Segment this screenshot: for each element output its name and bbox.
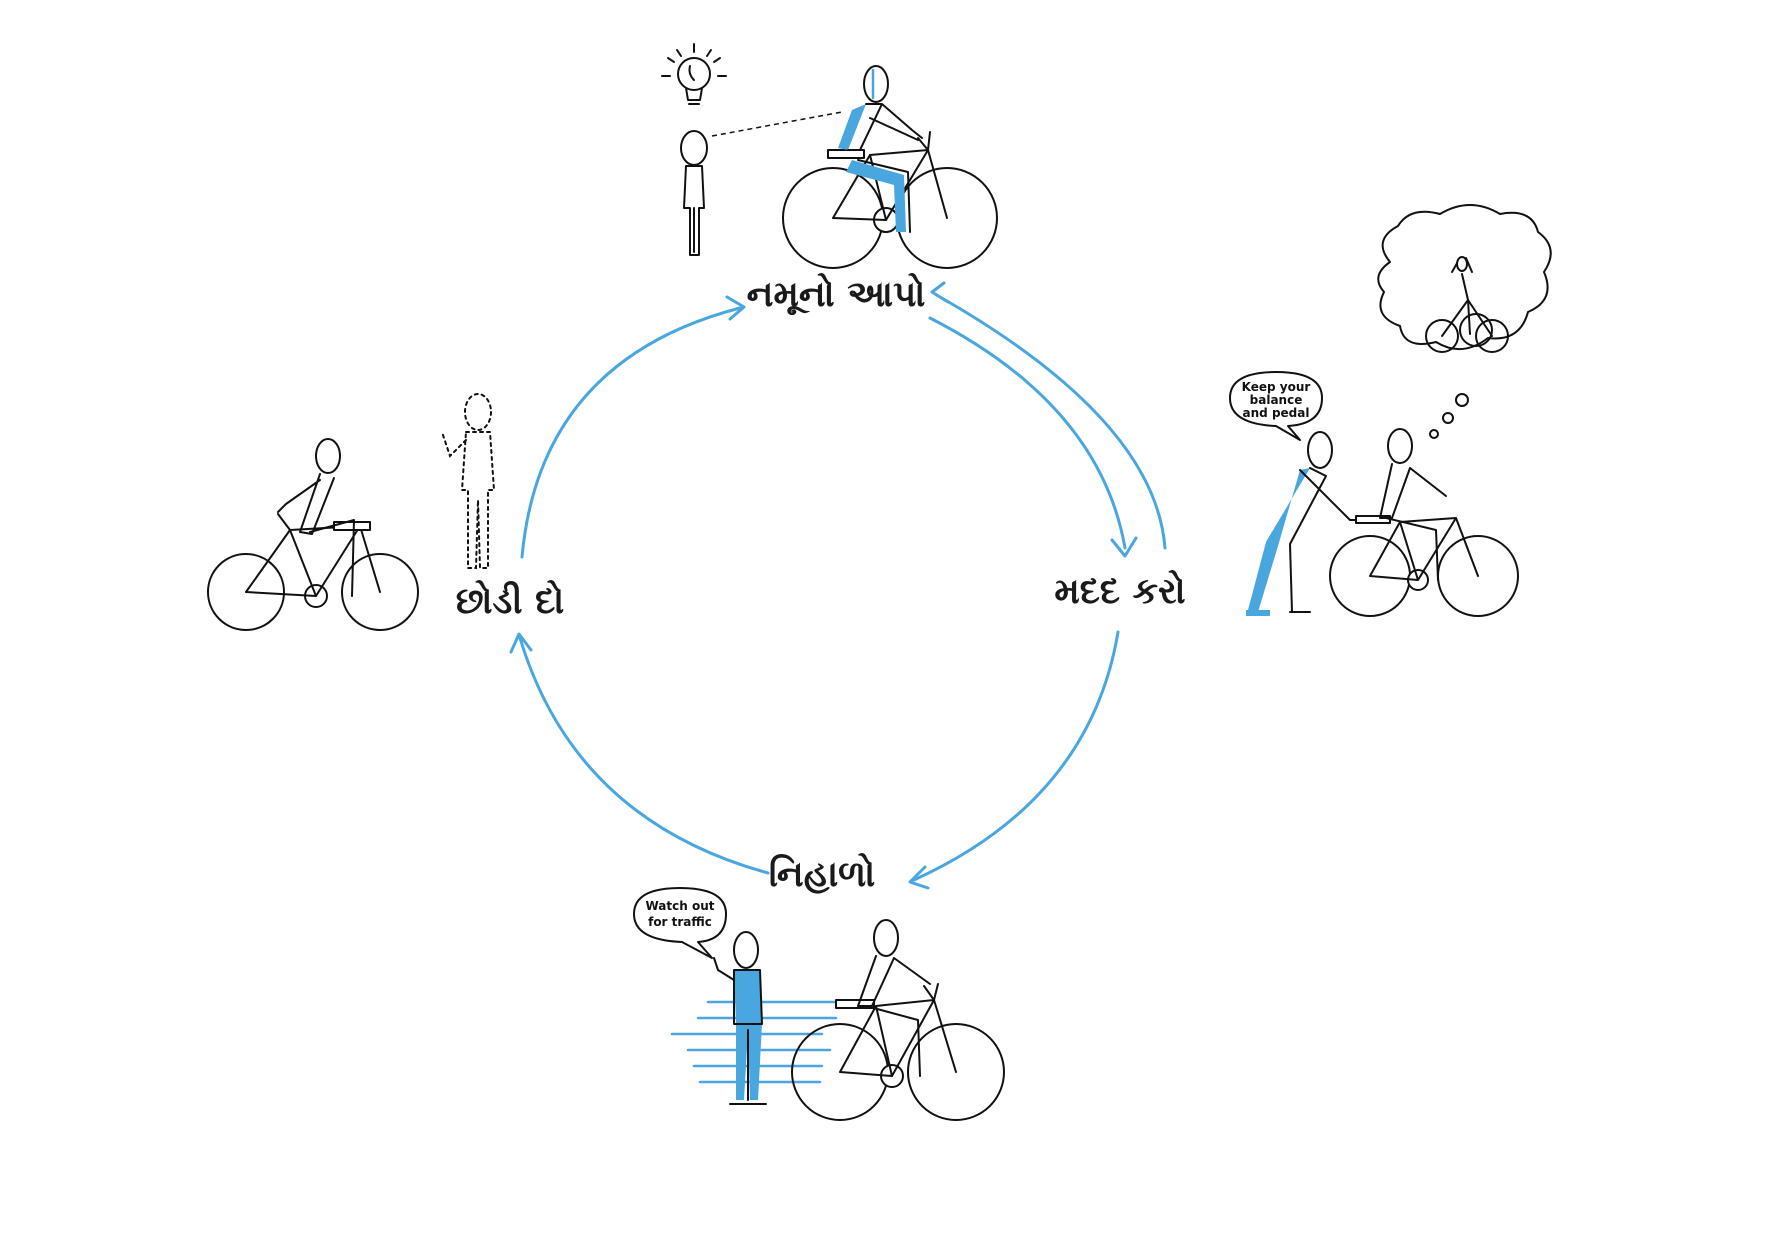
bicycle-icon	[791, 983, 1005, 1121]
person-icon	[441, 393, 496, 569]
cyclist-figure	[838, 65, 923, 233]
help-speech-line2: balance	[1250, 393, 1303, 407]
observe-illustration: Watch out for traffic	[633, 887, 1005, 1121]
arrow-help-to-observe-head	[908, 865, 930, 890]
help-speech-line1: Keep your	[1242, 380, 1311, 394]
stage-label-model: નમૂનો આપો	[747, 272, 926, 317]
cyclist-figure	[277, 438, 355, 597]
thought-bubble-icon	[1377, 204, 1552, 439]
arrow-observe-to-letgo-head	[509, 632, 533, 654]
arrow-model-to-help-inner-head	[1110, 536, 1138, 558]
bicycle-icon	[1329, 515, 1519, 617]
stage-label-let-go: છોડી દો	[456, 579, 565, 622]
arrow-letgo-to-model	[520, 306, 742, 559]
speech-bubble-icon: Watch out for traffic	[633, 887, 727, 959]
stage-label-observe: નિહાળો	[769, 852, 875, 895]
stage-label-help: મદદ કરો	[1054, 569, 1185, 612]
coach-figure	[713, 931, 767, 1105]
cyclist-figure	[857, 919, 931, 1077]
bicycle-icon	[207, 513, 419, 631]
observe-speech-line2: for traffic	[648, 915, 712, 929]
helper-figure	[1246, 431, 1361, 616]
arrow-model-to-help	[938, 295, 1167, 550]
speech-bubble-icon: Keep your balance and pedal	[1229, 371, 1323, 441]
observe-speech-line1: Watch out	[646, 899, 715, 913]
arrow-model-to-help-head	[930, 281, 950, 304]
person-icon	[680, 130, 708, 256]
bicycle-icon	[782, 131, 998, 269]
lightbulb-icon	[661, 43, 727, 105]
learner-figure	[1379, 428, 1447, 581]
cycle-arrows	[509, 281, 1167, 890]
let-go-illustration	[207, 393, 496, 631]
arrow-help-to-observe	[912, 630, 1120, 882]
arrow-model-to-help-inner	[928, 316, 1127, 550]
help-illustration: Keep your balance and pedal	[1229, 204, 1552, 617]
sight-line	[711, 111, 843, 137]
help-speech-line3: and pedal	[1243, 406, 1310, 420]
arrow-letgo-to-model-head	[725, 295, 746, 321]
model-illustration	[661, 43, 998, 269]
arrow-observe-to-letgo	[518, 636, 770, 875]
